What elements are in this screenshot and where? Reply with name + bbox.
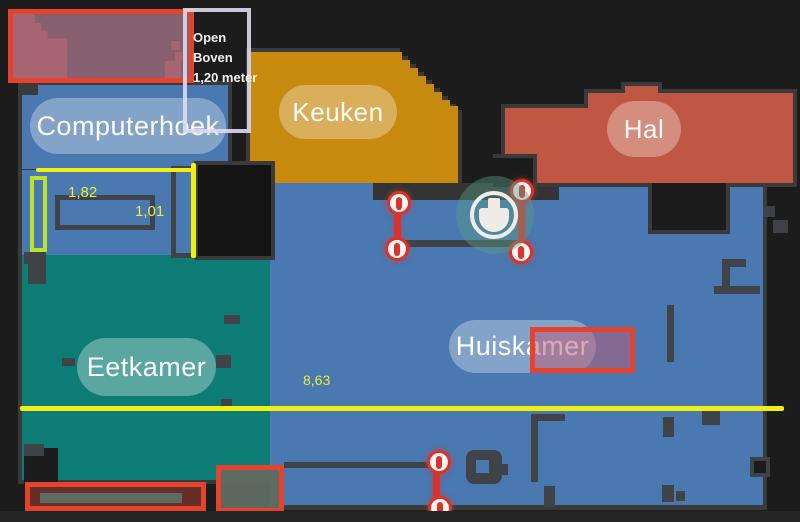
no-entry-pin-icon[interactable] bbox=[509, 240, 533, 264]
no-entry-pin-icon[interactable] bbox=[387, 191, 411, 215]
obstacle-mark bbox=[676, 491, 685, 501]
obstacle-mark bbox=[667, 305, 674, 362]
obstacle-mark bbox=[714, 286, 760, 294]
room-hal-area[interactable] bbox=[505, 108, 793, 183]
robot-bumper bbox=[488, 198, 500, 209]
robot-body bbox=[479, 208, 509, 232]
measure-line-horizontal[interactable] bbox=[36, 168, 194, 172]
virtual-wall[interactable] bbox=[394, 203, 401, 250]
no-entry-bar bbox=[519, 184, 525, 198]
measure-value: 1,01 bbox=[135, 203, 165, 220]
map-bottom-edge bbox=[0, 511, 800, 522]
virtual-wall[interactable] bbox=[433, 462, 440, 508]
room-hal-bump-area[interactable] bbox=[625, 86, 658, 97]
measure-value: 8,63 bbox=[303, 372, 331, 388]
obstacle-mark bbox=[221, 399, 232, 407]
obstacle-mark bbox=[24, 444, 44, 456]
measure-line-vertical[interactable] bbox=[191, 163, 196, 258]
room-label-text: Hal bbox=[623, 113, 665, 144]
measure-line-long[interactable] bbox=[20, 406, 784, 411]
no-entry-bar bbox=[437, 501, 443, 515]
no-entry-bar bbox=[396, 196, 402, 210]
obstacle-mark bbox=[722, 259, 730, 292]
no-entry-pin-icon[interactable] bbox=[510, 179, 534, 203]
no-go-zone[interactable] bbox=[530, 327, 635, 373]
furniture-outline bbox=[55, 195, 155, 230]
obstacle-mark bbox=[531, 414, 565, 421]
obstacle-blob-hole bbox=[476, 460, 489, 473]
room-label-text: Eetkamer bbox=[86, 351, 207, 382]
ceiling-note-line: Boven bbox=[193, 50, 233, 65]
obstacle-mark bbox=[763, 206, 775, 217]
no-go-zone[interactable] bbox=[25, 482, 206, 511]
room-label-hal[interactable]: Hal bbox=[607, 101, 681, 157]
obstacle-mark bbox=[62, 358, 75, 366]
obstacle-mark bbox=[531, 414, 538, 482]
obstacle-mark bbox=[662, 485, 674, 502]
room-label-keuken[interactable]: Keuken bbox=[279, 85, 397, 139]
no-go-zone[interactable] bbox=[8, 9, 194, 83]
obstacle-mark bbox=[702, 410, 720, 425]
no-entry-bar bbox=[394, 242, 400, 256]
no-go-zone[interactable] bbox=[216, 465, 284, 513]
couch-obstacle bbox=[40, 493, 182, 503]
room-label-eetkamer[interactable]: Eetkamer bbox=[77, 338, 216, 396]
robot-vacuum-icon[interactable] bbox=[470, 191, 518, 239]
virtual-wall[interactable] bbox=[518, 193, 525, 252]
obstacle-mark bbox=[773, 220, 788, 233]
no-entry-bar bbox=[518, 245, 524, 259]
map-void-block bbox=[194, 161, 275, 260]
ceiling-note-line: 1,20 meter bbox=[193, 70, 258, 85]
wall-segment bbox=[284, 462, 436, 468]
room-computerhoek-lower-area[interactable] bbox=[18, 170, 198, 255]
wall-notch bbox=[750, 457, 770, 477]
obstacle-mark bbox=[722, 259, 746, 267]
ceiling-note-box[interactable]: Open Boven 1,20 meter bbox=[183, 8, 257, 133]
obstacle-mark bbox=[224, 315, 240, 324]
obstacle-mark bbox=[18, 81, 38, 95]
obstacle-mark bbox=[544, 486, 555, 507]
room-computerhoek-area[interactable] bbox=[18, 81, 232, 173]
measure-value: 1,82 bbox=[68, 184, 98, 201]
no-entry-bar bbox=[436, 455, 442, 469]
measure-box[interactable] bbox=[30, 176, 47, 252]
obstacle-mark bbox=[497, 464, 508, 475]
obstacle-mark bbox=[28, 262, 46, 284]
obstacle-mark bbox=[663, 417, 674, 437]
wall-segment bbox=[399, 240, 523, 247]
room-label-text: Computerhoek bbox=[36, 110, 220, 141]
room-label-computerhoek[interactable]: Computerhoek bbox=[30, 98, 226, 154]
room-label-text: Keuken bbox=[292, 96, 384, 127]
no-entry-pin-icon[interactable] bbox=[427, 450, 451, 474]
obstacle-mark bbox=[24, 252, 46, 264]
no-entry-pin-icon[interactable] bbox=[385, 237, 409, 261]
ceiling-note-line: Open bbox=[193, 30, 227, 45]
map-notch-below-hal bbox=[648, 183, 730, 234]
obstacle-mark bbox=[216, 355, 231, 368]
